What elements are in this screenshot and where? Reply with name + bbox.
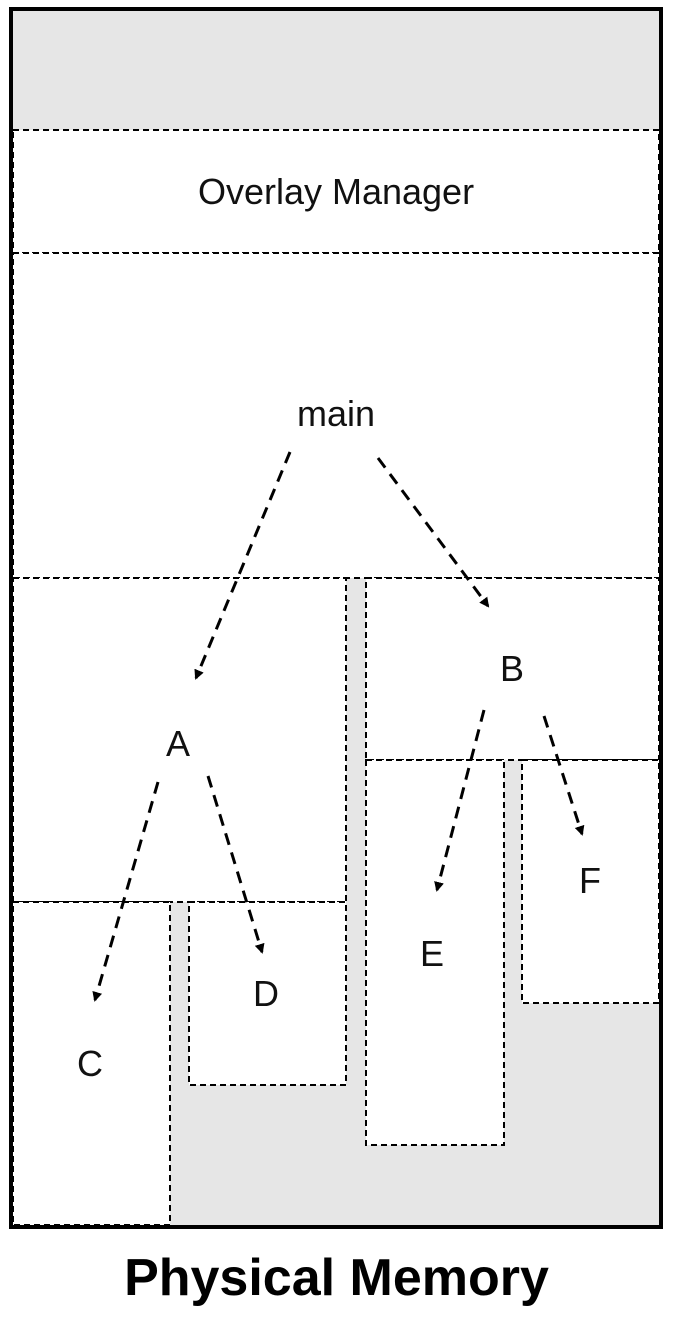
segment-f (521, 759, 660, 1004)
arrow-a-to-c (92, 781, 160, 1002)
arrow-main-to-b (376, 457, 490, 608)
f-label: F (579, 860, 601, 901)
diagram-caption: Physical Memory (124, 1249, 549, 1307)
segment-d (188, 901, 347, 1086)
b-label: B (500, 648, 524, 689)
main-segment (12, 252, 660, 579)
arrow-b-to-e (434, 709, 486, 892)
a-label: A (166, 723, 190, 764)
arrow-main-to-a (194, 451, 292, 680)
overlay-manager-label: Overlay Manager (198, 171, 474, 212)
segment-e (365, 759, 505, 1146)
overlay-manager-segment (12, 129, 660, 254)
arrow-a-to-d (206, 775, 265, 954)
d-label: D (253, 973, 279, 1014)
segment-c (12, 901, 171, 1226)
main-label: main (297, 393, 375, 434)
e-label: E (420, 933, 444, 974)
segment-b (365, 577, 660, 761)
arrow-b-to-f (542, 715, 585, 836)
segment-a (12, 577, 347, 903)
memory-overlay-diagram: Overlay Manager main A B C D E F (9, 7, 663, 1229)
c-label: C (77, 1043, 103, 1084)
